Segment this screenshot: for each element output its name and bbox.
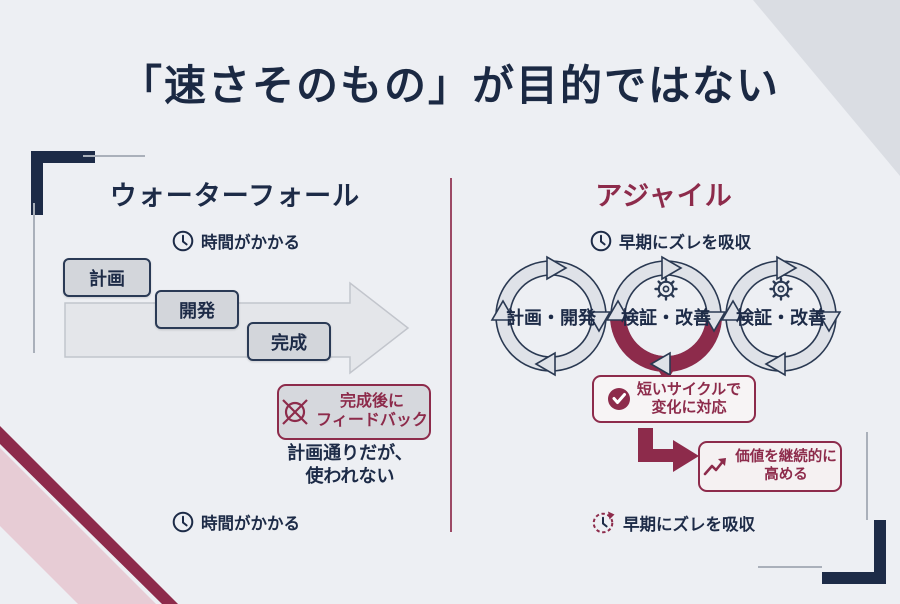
- cycle-label-plan-develop: 計画・開発: [506, 308, 596, 328]
- corner-line: [866, 432, 868, 520]
- trend-up-icon: [703, 457, 727, 475]
- waterfall-caption: 計画通りだが、 使われない: [250, 442, 450, 487]
- cycle-label-verify-improve-1: 検証・改善: [621, 308, 711, 328]
- waterfall-top-note-label: 時間がかかる: [201, 234, 300, 252]
- value-line1: 価値を継続的に: [735, 449, 837, 466]
- waterfall-bottom-note-label: 時間がかかる: [201, 515, 300, 533]
- short-cycle-check-badge: 短いサイクルで 変化に対応: [592, 375, 756, 423]
- bottom-left-ribbon-pink: [0, 448, 156, 604]
- corner-line: [83, 155, 145, 157]
- check-line2: 変化に対応: [651, 399, 727, 416]
- history-clock-icon: [592, 511, 615, 534]
- feedback-line1: 完成後に: [339, 393, 404, 411]
- step-label: 開発: [179, 300, 215, 321]
- waterfall-step-plan: 計画: [63, 258, 151, 297]
- waterfall-bottom-note: 時間がかかる: [172, 510, 300, 534]
- clock-icon: [590, 230, 612, 252]
- clock-icon: [172, 230, 194, 252]
- clock-icon: [172, 511, 194, 533]
- check-icon: [607, 388, 630, 410]
- check-line1: 短いサイクルで: [636, 381, 742, 399]
- continuous-value-badge: 価値を継続的に 高める: [698, 441, 842, 492]
- agile-top-note-label: 早期にズレを吸収: [619, 234, 751, 252]
- page-title: 「速さそのもの」が目的ではない: [119, 62, 780, 109]
- agile-bottom-note: 早期にズレを吸収: [590, 510, 755, 536]
- waterfall-step-complete: 完成: [247, 322, 331, 361]
- top-right-triangle: [753, 0, 900, 176]
- waterfall-heading: ウォーターフォール: [109, 181, 361, 211]
- agile-bottom-note-label: 早期にズレを吸収: [623, 516, 755, 534]
- column-divider: [450, 178, 452, 532]
- elbow-arrow: [638, 428, 699, 472]
- agile-heading: アジャイル: [595, 181, 733, 211]
- corner-bracket-top-left: [31, 151, 95, 215]
- corner-line: [758, 566, 822, 568]
- caption-line2: 使われない: [305, 465, 395, 486]
- step-label: 完成: [271, 332, 307, 353]
- caption-line1: 計画通りだが、: [287, 443, 413, 463]
- no-feedback-icon: [282, 399, 308, 425]
- waterfall-step-develop: 開発: [155, 290, 239, 329]
- value-line2: 高める: [764, 466, 808, 483]
- corner-bracket-bottom-right: [822, 520, 886, 584]
- feedback-line2: フィードバック: [316, 412, 428, 429]
- agile-top-note: 早期にズレを吸収: [590, 229, 751, 253]
- cycle-label-verify-improve-2: 検証・改善: [736, 308, 826, 328]
- corner-line: [33, 203, 35, 353]
- bottom-left-ribbon-maroon: [0, 426, 178, 604]
- waterfall-top-note: 時間がかかる: [172, 229, 300, 253]
- step-label: 計画: [89, 268, 125, 289]
- feedback-after-completion-badge: 完成後に フィードバック: [277, 384, 431, 440]
